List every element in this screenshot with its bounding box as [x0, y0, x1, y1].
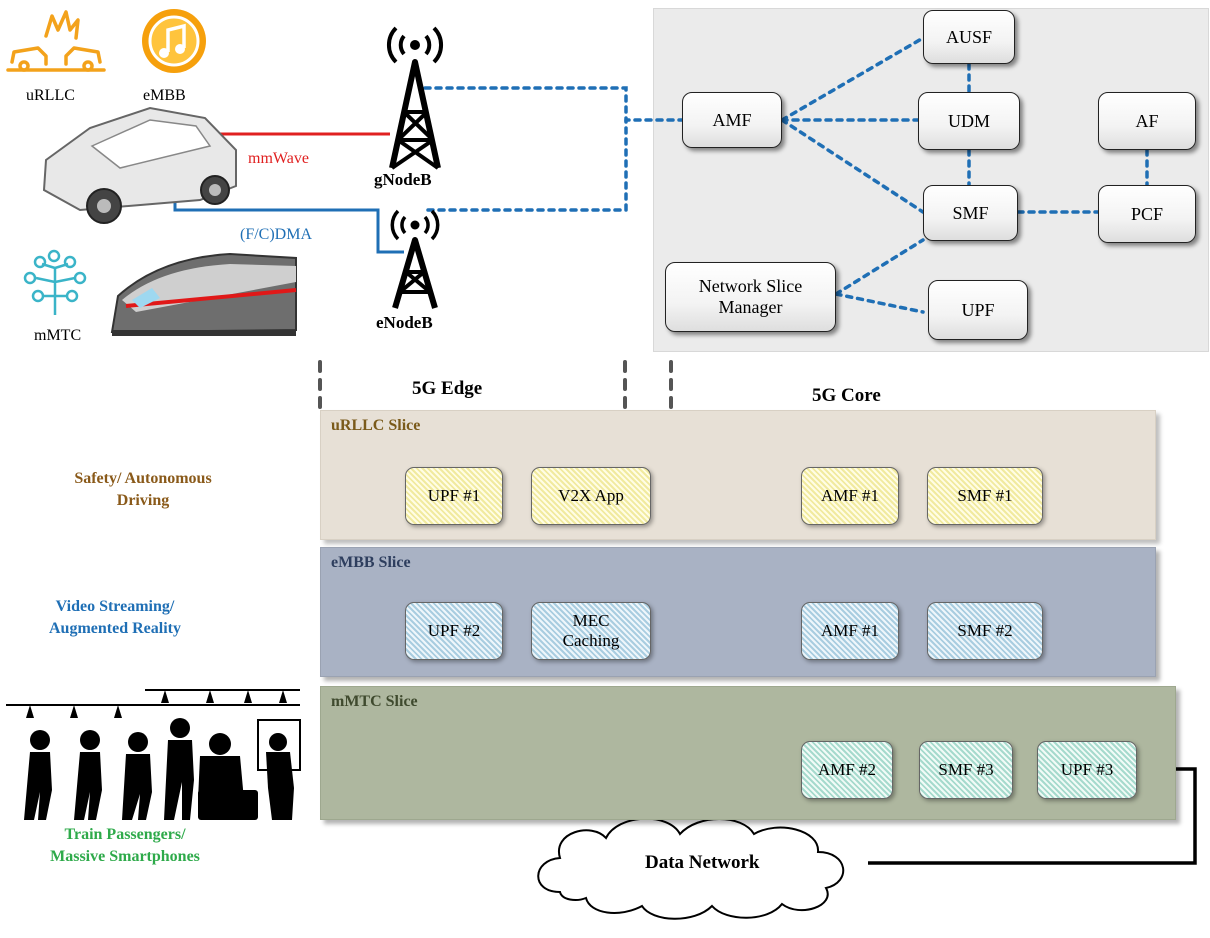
mmtc-upf3: UPF #3 — [1037, 741, 1137, 799]
link-amf-smf — [780, 118, 925, 214]
pcf-node: PCF — [1098, 185, 1196, 243]
udm-node: UDM — [918, 92, 1020, 150]
music-app-icon — [142, 9, 206, 73]
urllc-upf1: UPF #1 — [405, 467, 503, 525]
smf-node: SMF — [923, 185, 1018, 241]
edge-region-label: 5G Edge — [412, 378, 483, 399]
urllc-amf1: AMF #1 — [801, 467, 899, 525]
amf-node: AMF — [682, 92, 782, 148]
urllc-slice: uRLLC Slice UPF #1 V2X App AMF #1 SMF #1 — [320, 410, 1156, 540]
data-network-cloud — [537, 817, 845, 920]
mmtc-slice-title: mMTC Slice — [331, 693, 418, 710]
mmtc-use-case-line1: Train Passengers/ — [64, 826, 186, 843]
embb-use-case: Video Streaming/ Augmented Reality — [0, 596, 230, 639]
link-nsm-smf — [834, 238, 925, 296]
train-icon — [110, 252, 297, 336]
mmtc-slice: mMTC Slice AMF #2 SMF #3 UPF #3 — [320, 686, 1176, 820]
embb-amf1: AMF #1 — [801, 602, 899, 660]
gnodeb-label: gNodeB — [374, 170, 432, 189]
embb-use-case-line1: Video Streaming/ — [55, 598, 175, 615]
mec-label: MEC — [572, 611, 610, 631]
mmtc-smf3: SMF #3 — [919, 741, 1013, 799]
mmtc-use-case: Train Passengers/ Massive Smartphones — [0, 824, 250, 867]
core-region-label: 5G Core — [812, 385, 881, 406]
embb-slice-title: eMBB Slice — [331, 554, 411, 571]
link-nsm-upf — [834, 292, 925, 314]
mmtc-use-case-line2: Massive Smartphones — [50, 847, 200, 865]
urllc-smf1: SMF #1 — [927, 467, 1043, 525]
link-enodeb-amf — [426, 118, 628, 212]
enodeb-tower-icon — [390, 209, 440, 309]
urllc-use-case-line2: Driving — [116, 491, 170, 509]
iot-tree-icon — [23, 249, 87, 315]
embb-icon-label: eMBB — [143, 87, 186, 104]
car-icon — [42, 106, 237, 224]
enodeb-label: eNodeB — [376, 313, 433, 332]
car-crash-icon — [6, 10, 106, 72]
embb-upf2: UPF #2 — [405, 602, 503, 660]
urllc-v2x-app: V2X App — [531, 467, 651, 525]
caching-label: Caching — [562, 631, 620, 650]
embb-mec-caching: MEC Caching — [531, 602, 651, 660]
urllc-icon-label: uRLLC — [26, 87, 75, 104]
link-gnodeb-amf — [423, 86, 684, 122]
fcdma-label: (F/C)DMA — [240, 226, 313, 243]
mmtc-amf2: AMF #2 — [801, 741, 893, 799]
data-network-label: Data Network — [645, 852, 760, 873]
upf-node: UPF — [928, 280, 1028, 340]
urllc-use-case-line1: Safety/ Autonomous — [74, 470, 212, 487]
mmwave-label: mmWave — [248, 150, 309, 167]
gnodeb-tower-icon — [386, 26, 444, 170]
link-amf-ausf — [780, 36, 925, 122]
embb-smf2: SMF #2 — [927, 602, 1043, 660]
ausf-node: AUSF — [923, 10, 1015, 64]
embb-slice: eMBB Slice UPF #2 MEC Caching AMF #1 SMF… — [320, 547, 1156, 677]
network-slice-manager-node: Network Slice Manager — [665, 262, 836, 332]
nsm-label-line2: Manager — [718, 297, 783, 317]
urllc-slice-title: uRLLC Slice — [331, 417, 421, 434]
urllc-use-case: Safety/ Autonomous Driving — [8, 468, 278, 511]
passengers-icon — [6, 689, 301, 820]
nsm-label-line1: Network Slice — [698, 276, 803, 297]
af-node: AF — [1098, 92, 1196, 150]
mmtc-icon-label: mMTC — [34, 327, 82, 344]
embb-use-case-line2: Augmented Reality — [49, 619, 181, 637]
